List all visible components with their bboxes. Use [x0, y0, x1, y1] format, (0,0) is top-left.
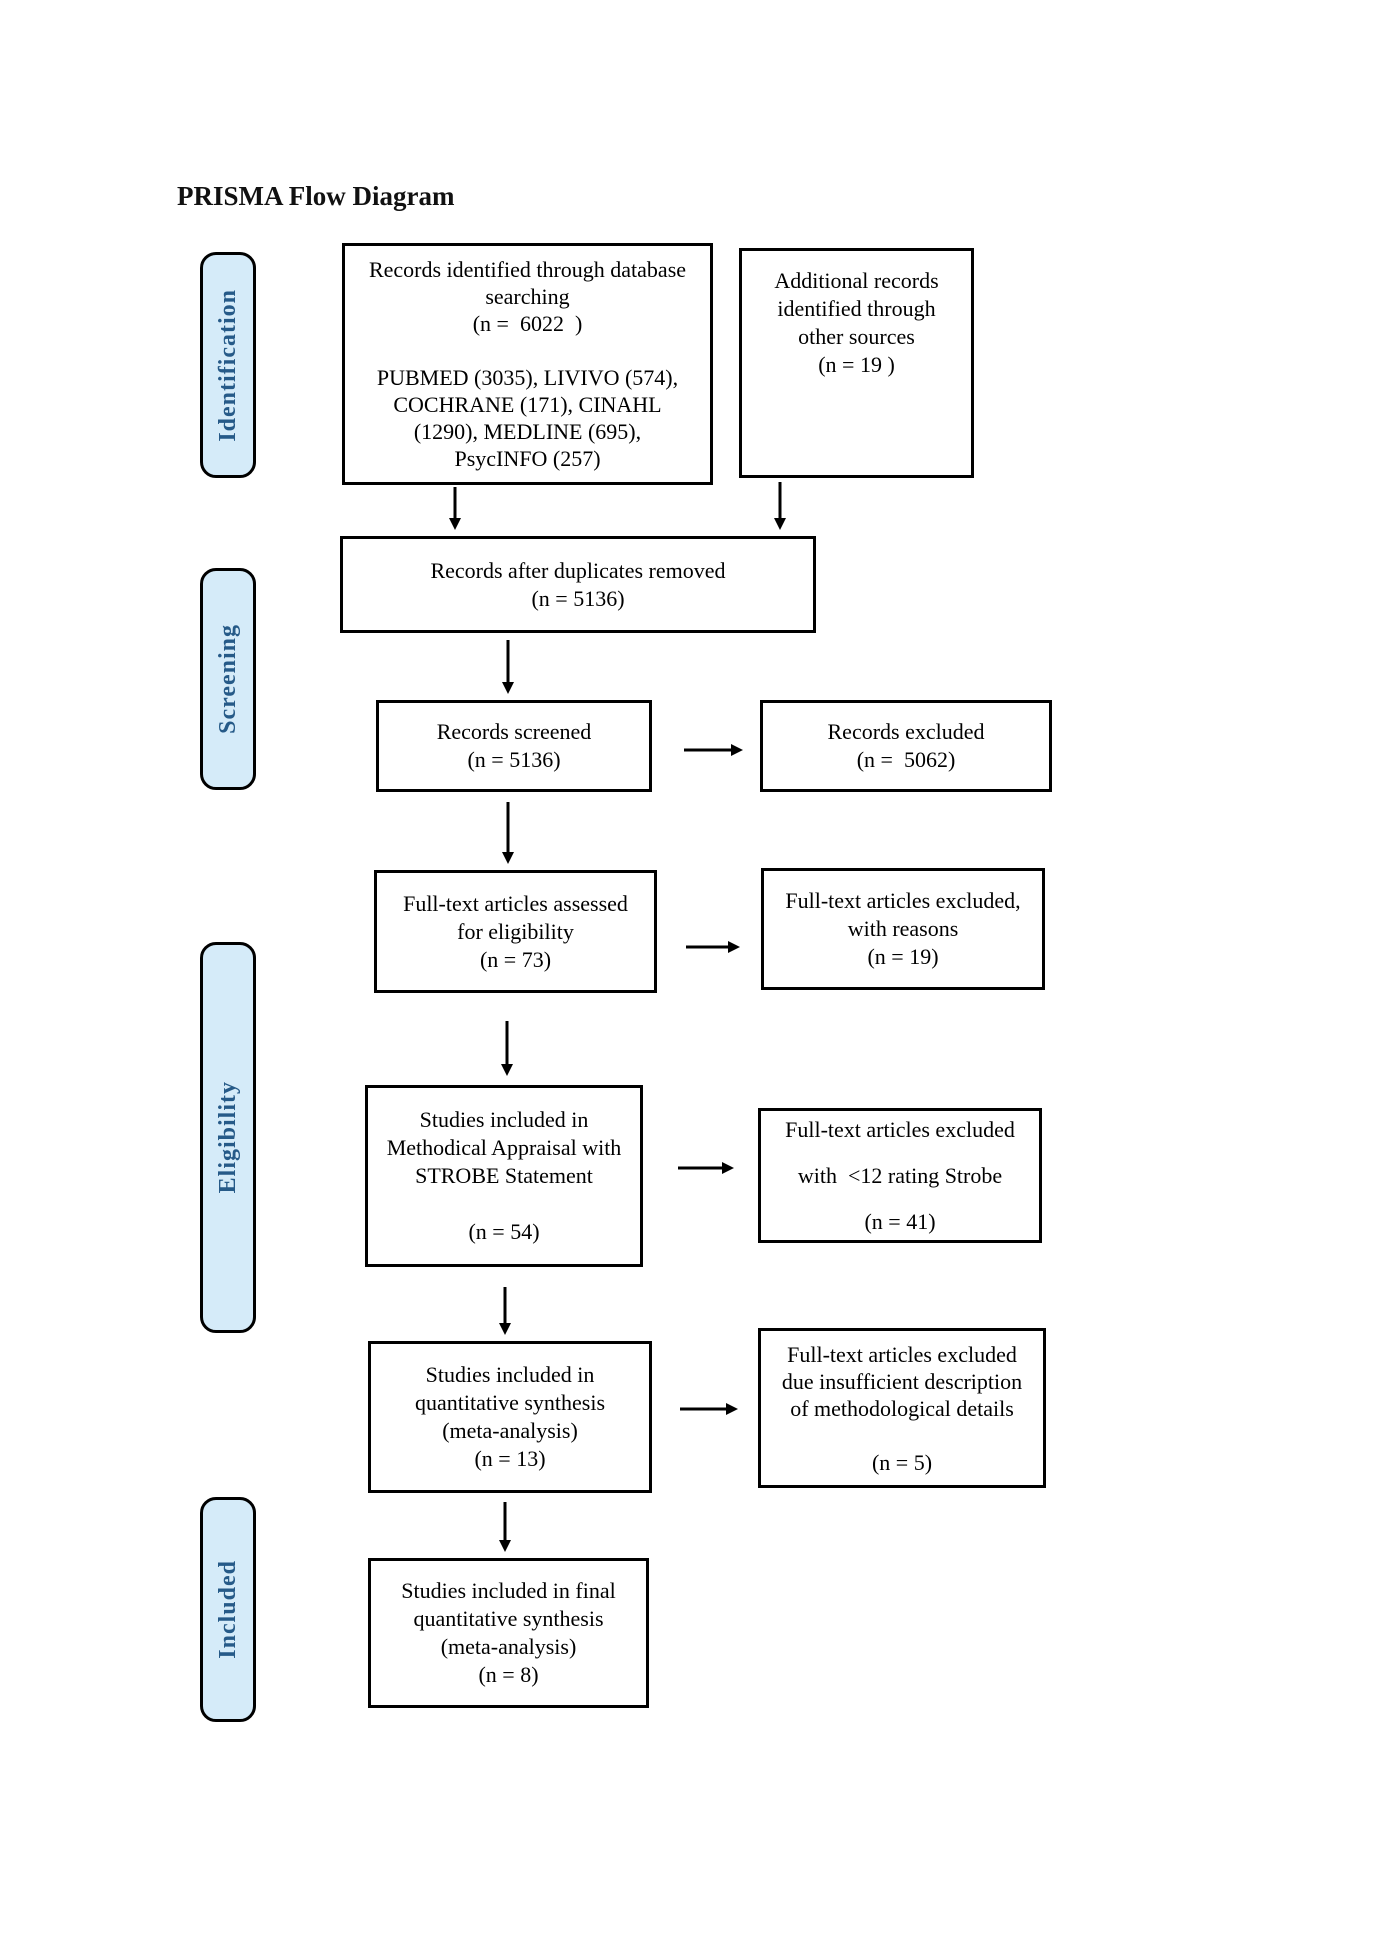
box-strobe-excluded: Full-text articles excluded with <12 rati… — [758, 1108, 1042, 1243]
box-text-line: PUBMED (3035), LIVIVO (574), — [376, 365, 679, 390]
box-text-line: (1290), MEDLINE (695), — [413, 419, 642, 444]
box-text-line: (n = 5) — [871, 1449, 933, 1475]
box-text-line: STROBE Statement — [415, 1163, 593, 1188]
box-text-line: due insufficient description — [781, 1368, 1023, 1394]
stage-label-included: Included — [200, 1497, 256, 1722]
box-fulltext-excluded-reasons: Full-text articles excluded, with reasons… — [761, 868, 1045, 990]
box-final-synthesis: Studies included in final quantitative sy… — [368, 1558, 649, 1708]
box-text-line: Full-text articles excluded, — [785, 888, 1021, 913]
box-text-line: Records screened — [436, 719, 592, 744]
page-title: PRISMA Flow Diagram — [177, 181, 455, 211]
box-text-line — [355, 337, 700, 364]
box-text-line: quantitative synthesis — [413, 1606, 604, 1631]
box-text-line: with <12 rating Strobe — [797, 1162, 1003, 1188]
box-text-line: Full-text articles excluded — [785, 1116, 1015, 1142]
stage-label-text: Included — [214, 1560, 241, 1659]
stage-label-eligibility: Eligibility — [200, 942, 256, 1333]
stage-label-text: Identification — [214, 288, 241, 442]
box-text-line: (n = 19 ) — [818, 352, 895, 377]
box-text-line: for eligibility — [457, 918, 574, 944]
box-text-line: PsycINFO (257) — [454, 446, 601, 471]
box-text-line: (n = 6022 ) — [472, 311, 583, 336]
stage-label-screening: Screening — [200, 568, 256, 790]
stage-label-text: Eligibility — [214, 1081, 241, 1194]
box-text-line: (n = 8) — [478, 1662, 539, 1687]
box-text-line: Additional records — [774, 268, 939, 293]
box-records-excluded: Records excluded (n = 5062) — [760, 700, 1052, 792]
box-text-line: Full-text articles assessed — [403, 890, 628, 916]
box-text-line: Methodical Appraisal with — [386, 1135, 622, 1160]
box-text-line: (n = 54) — [468, 1219, 540, 1244]
box-text-line — [771, 1422, 1033, 1449]
stage-label-identification: Identification — [200, 252, 256, 478]
box-text-line: Studies included in — [419, 1107, 589, 1132]
box-text-line: Full-text articles excluded — [787, 1341, 1017, 1367]
box-text-line: (n = 19) — [867, 944, 939, 969]
box-text-line — [378, 1190, 630, 1218]
box-text-line: (n = 73) — [479, 946, 552, 972]
box-text-line: (meta-analysis) — [442, 1418, 578, 1443]
box-text-line: other sources — [798, 324, 915, 349]
box-text-line: quantitative synthesis — [414, 1390, 606, 1415]
box-text-line: Records excluded — [827, 719, 985, 744]
box-text-line: (n = 5062) — [856, 747, 956, 772]
box-text-line: searching — [485, 284, 570, 309]
box-text-line: (n = 41) — [864, 1208, 936, 1234]
box-text-line: (n = 5136) — [531, 585, 625, 611]
box-strobe-appraisal: Studies included in Methodical Appraisal … — [365, 1085, 643, 1267]
box-records-screened: Records screened (n = 5136) — [376, 700, 652, 792]
box-text-line: (n = 5136) — [467, 747, 561, 772]
box-text-line: Studies included in — [425, 1362, 595, 1387]
stage-label-text: Screening — [214, 624, 241, 734]
box-text-line: Records after duplicates removed — [430, 557, 726, 583]
box-text-line: Records identified through database — [368, 257, 687, 282]
box-text-line: identified through — [777, 296, 936, 321]
box-text-line: with reasons — [847, 916, 959, 941]
box-text-line: (n = 13) — [474, 1446, 546, 1471]
box-text-line: (meta-analysis) — [440, 1634, 577, 1659]
box-text-line: COCHRANE (171), CINAHL — [393, 392, 662, 417]
box-additional-records: Additional records identified through othe… — [739, 248, 974, 478]
box-quantitative-synthesis: Studies included in quantitative synthesi… — [368, 1341, 652, 1493]
box-text-line: of methodological details — [790, 1395, 1014, 1421]
box-duplicates-removed: Records after duplicates removed(n = 513… — [340, 536, 816, 633]
box-text-line: Studies included in final — [401, 1578, 616, 1603]
